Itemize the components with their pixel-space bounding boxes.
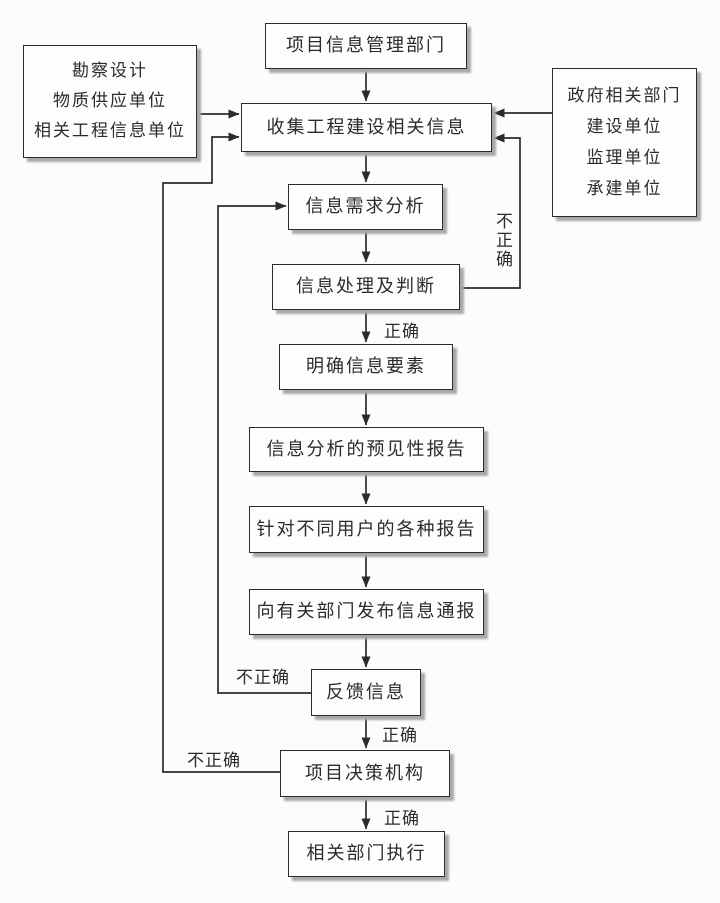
node-clarify-elements: 明确信息要素	[279, 344, 453, 390]
node-feedback-info-label: 反馈信息	[326, 681, 406, 702]
node-demand-analysis-label: 信息需求分析	[305, 196, 426, 217]
node-sources-left-line-1: 勘察设计	[72, 61, 148, 81]
node-decision-body-label: 项目决策机构	[305, 762, 425, 783]
node-user-reports-label: 针对不同用户的各种报告	[256, 518, 477, 539]
node-sources-left: 勘察设计 物质供应单位 相关工程信息单位	[23, 45, 197, 158]
node-demand-analysis: 信息需求分析	[288, 184, 443, 230]
node-sources-left-line-2: 物质供应单位	[53, 91, 167, 111]
node-processing-judgement-label: 信息处理及判断	[296, 276, 436, 297]
edge-decision-incorrect-loop	[162, 132, 280, 773]
node-sources-left-line-3: 相关工程信息单位	[34, 121, 186, 141]
edge-processing-incorrect-loop	[460, 133, 521, 289]
node-clarify-elements-label: 明确信息要素	[306, 356, 426, 377]
node-project-info-dept-label: 项目信息管理部门	[286, 35, 446, 56]
node-decision-body: 项目决策机构	[280, 750, 450, 797]
node-sources-right: 政府相关部门 建设单位 监理单位 承建单位	[552, 68, 697, 217]
node-predictive-report-label: 信息分析的预见性报告	[266, 438, 467, 459]
edge-label-incorrect-feedback-loop: 不正确	[236, 668, 290, 687]
node-issue-bulletin-label: 向有关部门发布信息通报	[256, 601, 477, 622]
node-sources-right-line-2: 建设单位	[586, 116, 663, 136]
node-sources-right-line-4: 承建单位	[586, 178, 663, 198]
edge-label-correct-decision: 正确	[384, 809, 420, 828]
node-execute-departments-label: 相关部门执行	[306, 843, 427, 864]
node-execute-departments: 相关部门执行	[288, 831, 445, 877]
edge-label-incorrect-processing-loop: 不正确	[493, 212, 512, 269]
node-collect-info: 收集工程建设相关信息	[241, 103, 492, 152]
node-collect-info-label: 收集工程建设相关信息	[266, 116, 467, 137]
edge-label-correct-feedback: 正确	[382, 726, 418, 745]
node-feedback-info: 反馈信息	[311, 669, 421, 716]
edge-label-incorrect-decision-loop: 不正确	[187, 751, 241, 770]
node-predictive-report: 信息分析的预见性报告	[249, 427, 484, 472]
node-processing-judgement: 信息处理及判断	[272, 264, 460, 310]
node-issue-bulletin: 向有关部门发布信息通报	[249, 589, 484, 635]
node-project-info-dept: 项目信息管理部门	[265, 23, 467, 69]
edge-label-correct-processing: 正确	[384, 322, 420, 341]
node-user-reports: 针对不同用户的各种报告	[249, 506, 484, 553]
edge-feedback-incorrect-loop	[217, 201, 311, 694]
node-sources-right-line-3: 监理单位	[586, 147, 663, 167]
node-sources-right-line-1: 政府相关部门	[567, 85, 682, 105]
